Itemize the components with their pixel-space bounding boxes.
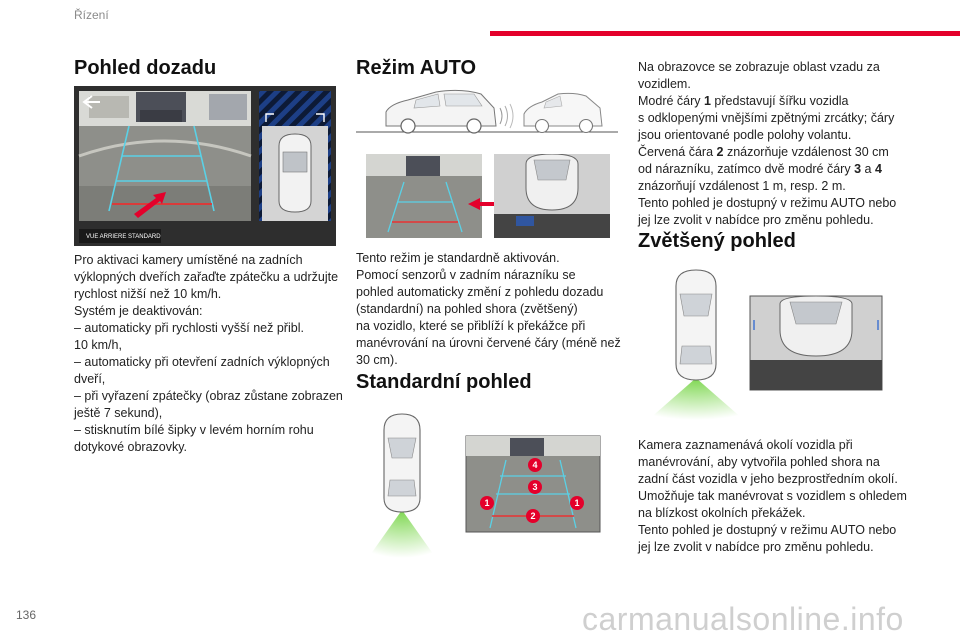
auto-mode-text: Tento režim je standardně aktivován. Pom… — [356, 250, 621, 369]
text-line: – automaticky při rychlosti vyšší než př… — [74, 321, 304, 335]
section-title-auto-mode: Režim AUTO — [356, 57, 477, 79]
text-line: Tento pohled je dostupný v režimu AUTO n… — [638, 196, 897, 210]
rear-camera-screen-figure: VUE ARRIERE STANDARD — [74, 86, 336, 246]
text-line: jej lze zvolit v nabídce pro změnu pohle… — [638, 213, 874, 227]
zoom-view-illustration — [646, 268, 886, 420]
header-accent-bar — [490, 31, 960, 36]
section-title-standard-view: Standardní pohled — [356, 371, 532, 393]
arrow-left-icon — [82, 95, 100, 109]
text-line: Tento pohled je dostupný v režimu AUTO n… — [638, 523, 897, 537]
text-line: rychlost nižší než 10 km/h. — [74, 287, 222, 301]
rear-view-text: Pro aktivaci kamery umístěné na zadních … — [74, 252, 343, 456]
text-line: Pro aktivaci kamery umístěné na zadních — [74, 253, 303, 267]
running-header: Řízení — [74, 8, 109, 22]
text-line: s odklopenými vnějšími zpětnými zrcátky;… — [638, 111, 895, 125]
text-line: pohled automaticky změní z pohledu dozad… — [356, 285, 604, 299]
marker-2: 2 — [526, 509, 540, 523]
text-line: Červená čára 2 znázorňuje vzdálenost 30 … — [638, 145, 889, 159]
text-line: Tento režim je standardně aktivován. — [356, 251, 560, 265]
text-line: 30 cm). — [356, 353, 398, 367]
text-line: – automaticky při otevření zadních výklo… — [74, 355, 330, 369]
text-line: Systém je deaktivován: — [74, 304, 203, 318]
text-line: manévrování, aby vytvořila pohled shora … — [638, 455, 880, 469]
watermark: carmanualsonline.info — [582, 601, 904, 637]
camera-view-label: VUE ARRIERE STANDARD — [86, 234, 161, 240]
text-line: znázorňují vzdálenost 1 m, resp. 2 m. — [638, 179, 846, 193]
text-line: (standardní) na pohled shora (zvětšený) — [356, 302, 578, 316]
text-line: zadní část vozidla v jeho bezprostředním… — [638, 472, 898, 486]
text-line: dveří, — [74, 372, 106, 386]
text-line: jej lze zvolit v nabídce pro změnu pohle… — [638, 540, 874, 554]
text-line: Modré čáry 1 představují šířku vozidla — [638, 94, 849, 108]
auto-mode-cars-illustration — [356, 86, 618, 140]
zoom-view-text: Kamera zaznamenává okolí vozidla při man… — [638, 437, 907, 556]
text-line: dotykové obrazovky. — [74, 440, 188, 454]
text-line: Na obrazovce se zobrazuje oblast vzadu z… — [638, 60, 880, 74]
text-line: Umožňuje tak manévrovat s vozidlem s ohl… — [638, 489, 907, 503]
text-line: Kamera zaznamenává okolí vozidla při — [638, 438, 853, 452]
auto-mode-switch-illustration — [366, 153, 610, 238]
standard-view-illustration: 4 3 1 1 2 — [360, 408, 610, 558]
text-line: od nárazníku, zatímco dvě modré čáry 3 a… — [638, 162, 882, 176]
marker-3: 3 — [528, 480, 542, 494]
text-line: jsou orientované podle polohy volantu. — [638, 128, 852, 142]
marker-1-left: 1 — [480, 496, 494, 510]
text-line: ještě 7 sekund), — [74, 406, 163, 420]
section-title-rear-view: Pohled dozadu — [74, 57, 217, 79]
text-line: manévrování na úrovni červené čáry (méně… — [356, 336, 621, 350]
text-line: na vozidlo, které se přiblíží k překážce… — [356, 319, 586, 333]
standard-view-description: Na obrazovce se zobrazuje oblast vzadu z… — [638, 59, 896, 229]
text-line: Pomocí senzorů v zadním nárazníku se — [356, 268, 576, 282]
marker-4: 4 — [528, 458, 542, 472]
page-number: 136 — [16, 608, 37, 622]
text-line: na blízkost okolních překážek. — [638, 506, 806, 520]
text-line: výklopných dveřích zařaďte zpátečku a ud… — [74, 270, 339, 284]
text-line: – při vyřazení zpátečky (obraz zůstane z… — [74, 389, 343, 403]
section-title-zoom-view: Zvětšený pohled — [638, 230, 796, 252]
text-line: 10 km/h, — [74, 338, 122, 352]
text-line: vozidlem. — [638, 77, 691, 91]
marker-1-right: 1 — [570, 496, 584, 510]
text-line: – stisknutím bílé šipky v levém horním r… — [74, 423, 314, 437]
